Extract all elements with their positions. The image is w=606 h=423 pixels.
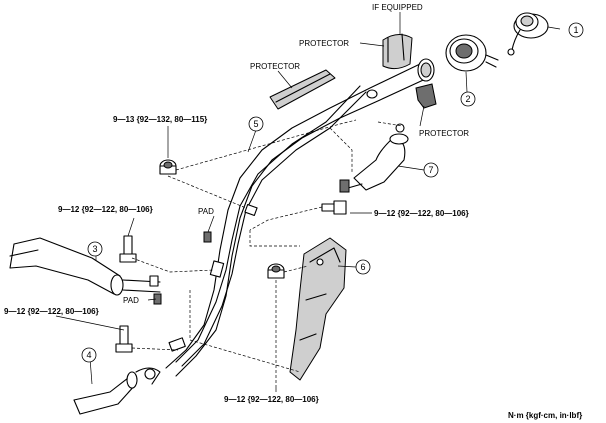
callout-2: 2	[460, 91, 476, 107]
callout-7: 7	[423, 162, 439, 178]
svg-text:3: 3	[92, 244, 97, 254]
svg-text:1: 1	[573, 25, 578, 35]
protector-left-label: PROTECTOR	[250, 62, 300, 71]
protector-if-equipped	[382, 33, 413, 70]
callout-3: 3	[87, 241, 103, 257]
alignment-lines	[131, 119, 403, 388]
breather-hose	[73, 367, 161, 415]
torque-nut-upper: 9—13 {92—132, 80—115}	[113, 115, 207, 124]
callout-6: 6	[355, 259, 371, 275]
svg-text:2: 2	[465, 94, 470, 104]
units-label: N·m {kgf·cm, in·lbf}	[508, 411, 582, 420]
protector-top-label: PROTECTOR	[299, 39, 349, 48]
pad-upper-part	[203, 231, 212, 243]
protector-right-label: PROTECTOR	[419, 129, 469, 138]
if-equipped-label: IF EQUIPPED	[372, 3, 423, 12]
protector-left	[269, 69, 336, 110]
torque-bolt-right: 9—12 {92—122, 80—106}	[374, 209, 469, 218]
vent-hose	[339, 123, 409, 193]
torque-bolt-left-upper: 9—12 {92—122, 80—106}	[58, 205, 153, 214]
torque-nut-bottom: 9—12 {92—122, 80—106}	[224, 395, 319, 404]
svg-text:7: 7	[428, 165, 433, 175]
bolt-left-upper	[119, 235, 137, 263]
nut-bottom	[267, 263, 285, 279]
pad-lower-label: PAD	[123, 296, 139, 305]
callout-4: 4	[81, 347, 97, 363]
svg-text:6: 6	[360, 262, 365, 272]
filler-neck-ring	[445, 34, 499, 72]
svg-text:5: 5	[253, 119, 258, 129]
callout-5: 5	[248, 116, 264, 132]
svg-text:4: 4	[86, 350, 91, 360]
callout-1: 1	[568, 22, 584, 38]
heat-shield	[289, 237, 347, 381]
fuel-cap	[507, 12, 549, 56]
torque-bolt-left-lower: 9—12 {92—122, 80—106}	[4, 307, 99, 316]
filler-hose	[9, 237, 161, 296]
filler-pipe	[165, 58, 435, 377]
pad-upper-label: PAD	[198, 207, 214, 216]
bolt-right	[321, 200, 347, 215]
nut-upper	[159, 159, 177, 175]
protector-right	[415, 83, 437, 109]
leader-lines	[55, 12, 561, 392]
